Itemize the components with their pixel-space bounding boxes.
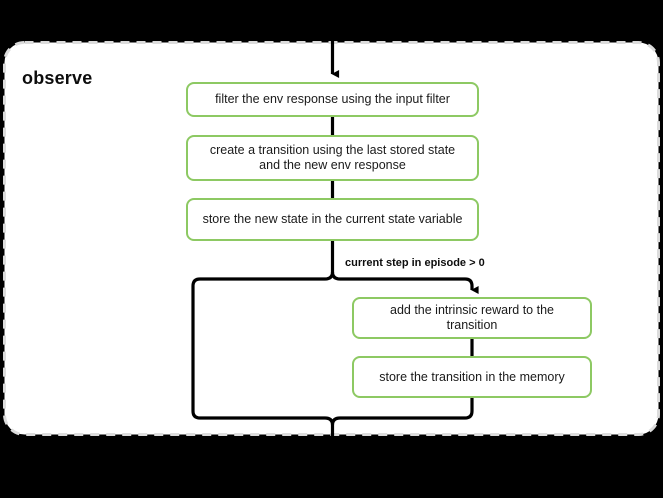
edge-bypass-branch [191, 271, 335, 426]
edge-label-condition: current step in episode > 0 [345, 257, 485, 269]
edge-condition-branch [330, 271, 479, 295]
edge-memory-to-merge [330, 398, 474, 426]
node-store-transition-memory[interactable]: store the transition in the memory [352, 356, 592, 398]
node-create-transition[interactable]: create a transition using the last store… [186, 135, 479, 181]
group-title-observe: observe [22, 68, 93, 88]
node-add-intrinsic-reward[interactable]: add the intrinsic reward to the transiti… [352, 297, 592, 339]
node-filter-env-response[interactable]: filter the env response using the input … [186, 82, 479, 117]
node-store-new-state[interactable]: store the new state in the current state… [186, 198, 479, 241]
